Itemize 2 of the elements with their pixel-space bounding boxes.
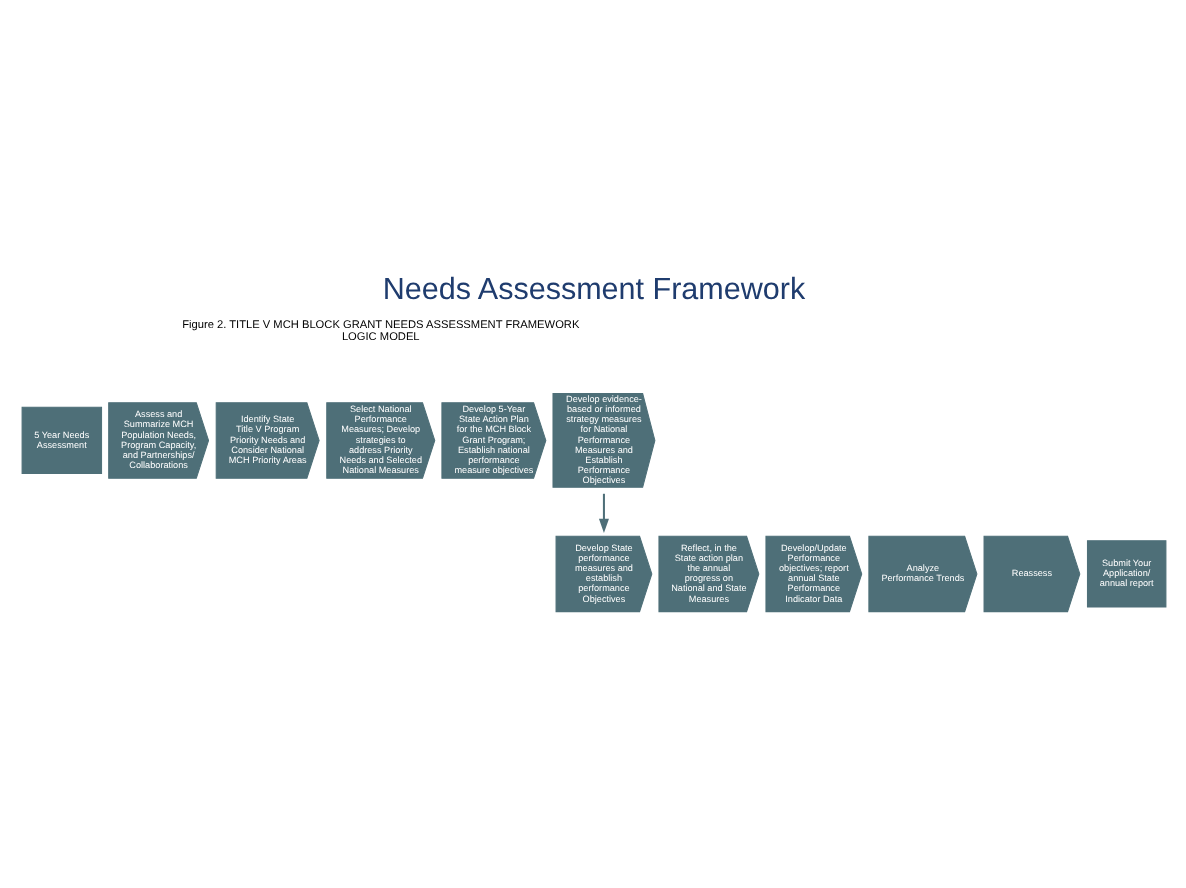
diagram-title: Needs Assessment Framework [381, 272, 805, 307]
arrow [597, 493, 608, 534]
